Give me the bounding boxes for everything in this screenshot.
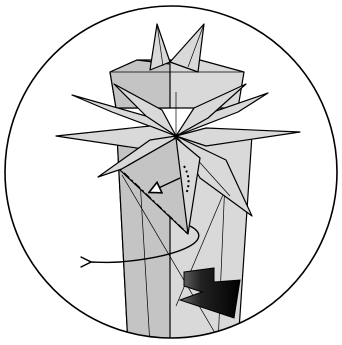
origami-step-illustration xyxy=(0,0,342,345)
origami-diagram xyxy=(0,0,342,345)
